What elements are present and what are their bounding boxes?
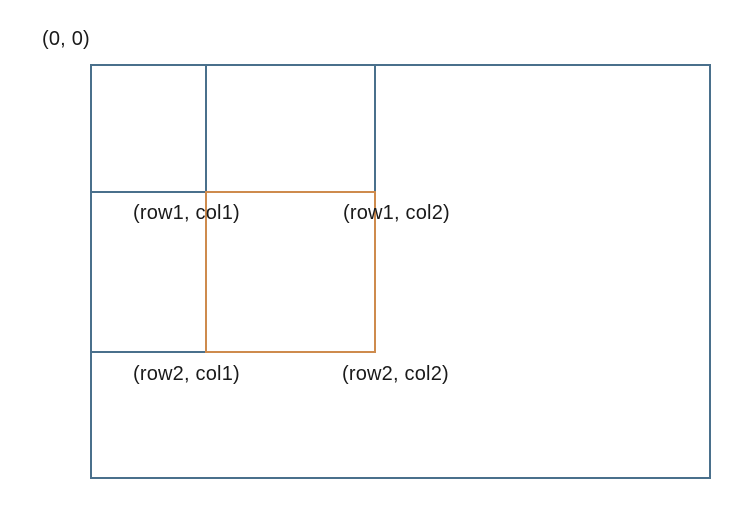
row-divider-line-1 bbox=[90, 191, 207, 193]
column-divider-line-1 bbox=[205, 64, 207, 193]
cell-label-row2-col1: (row2, col1) bbox=[133, 363, 240, 385]
cell-label-row1-col1: (row1, col1) bbox=[133, 202, 240, 224]
origin-coordinate-label: (0, 0) bbox=[42, 28, 90, 50]
row-divider-line-2 bbox=[90, 351, 207, 353]
cell-label-row2-col2: (row2, col2) bbox=[342, 363, 449, 385]
highlighted-cell-rectangle bbox=[205, 191, 376, 353]
outer-grid-rectangle bbox=[90, 64, 711, 479]
column-divider-line-2 bbox=[374, 64, 376, 193]
cell-label-row1-col2: (row1, col2) bbox=[343, 202, 450, 224]
